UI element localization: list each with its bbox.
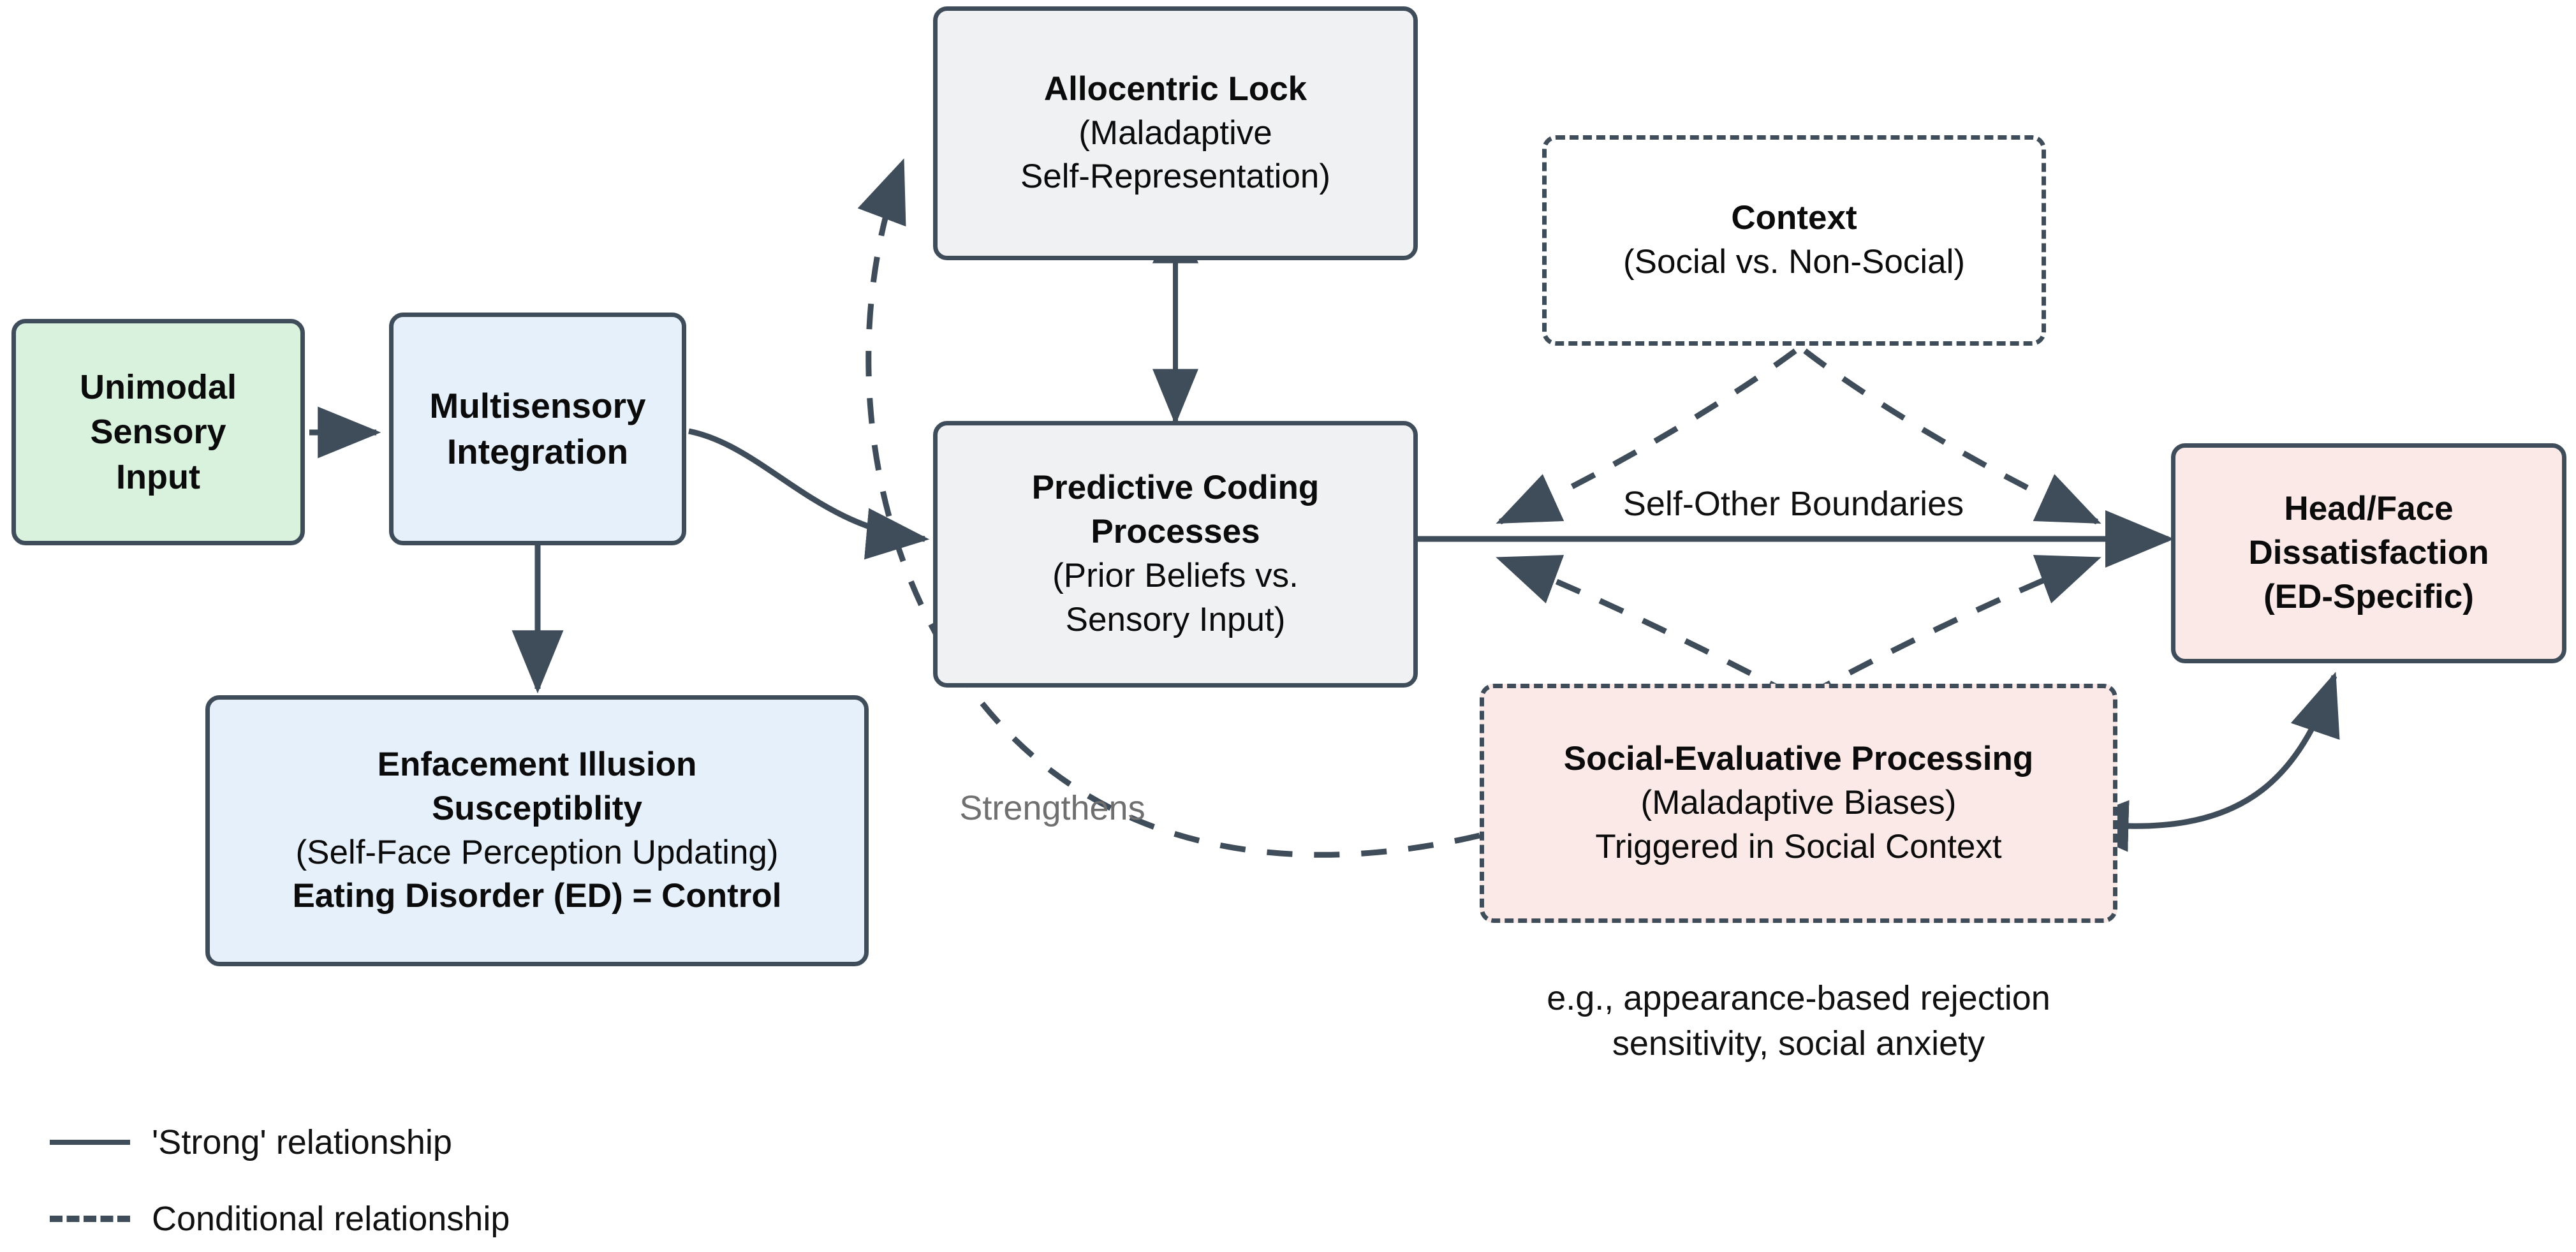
node-line: Enfacement Illusion	[377, 745, 697, 783]
node-line: (Social vs. Non-Social)	[1623, 243, 1966, 281]
legend-item-conditional: Conditional relationship	[50, 1199, 510, 1239]
node-allocentric-lock[interactable]: Allocentric Lock (Maladaptive Self-Repre…	[933, 6, 1418, 260]
solid-line-swatch-icon	[50, 1140, 130, 1145]
node-line: Sensory Input)	[1065, 600, 1286, 638]
node-line: Allocentric Lock	[1043, 70, 1307, 108]
node-line: Dissatisfaction	[2248, 534, 2489, 572]
node-line: (Self-Face Perception Updating)	[295, 833, 779, 871]
node-line: Eating Disorder (ED) = Control	[292, 877, 782, 915]
node-line: Context	[1731, 199, 1857, 237]
node-line: Unimodal	[79, 368, 237, 407]
node-multisensory-integration[interactable]: Multisensory Integration	[389, 313, 686, 545]
edge-socialeval-headface-bidirectional	[2065, 672, 2340, 852]
legend-label: Conditional relationship	[152, 1200, 510, 1238]
node-line: Multisensory	[429, 386, 646, 425]
legend-label: 'Strong' relationship	[152, 1123, 452, 1161]
node-unimodal-sensory-input[interactable]: Unimodal Sensory Input	[11, 319, 305, 545]
node-predictive-coding-processes[interactable]: Predictive Coding Processes (Prior Belie…	[933, 421, 1418, 688]
node-line: Head/Face	[2284, 490, 2454, 528]
node-enfacement-illusion-susceptibility[interactable]: Enfacement Illusion Susceptiblity (Self-…	[205, 695, 869, 966]
node-line: Integration	[446, 431, 629, 471]
node-line: (Prior Beliefs vs.	[1052, 557, 1299, 594]
dashed-line-swatch-icon	[50, 1216, 130, 1222]
node-head-face-dissatisfaction[interactable]: Head/Face Dissatisfaction (ED-Specific)	[2171, 443, 2566, 663]
edge-multisensory-to-predictive	[688, 428, 930, 560]
node-line: (Maladaptive	[1078, 114, 1272, 152]
node-line: (ED-Specific)	[2263, 577, 2474, 615]
node-line: Triggered in Social Context	[1595, 827, 2002, 865]
node-line: Self-Representation)	[1020, 158, 1331, 196]
edge-label-self-other-boundaries: Self-Other Boundaries	[1570, 482, 2017, 527]
node-line: Processes	[1091, 513, 1260, 551]
node-line: Predictive Coding	[1031, 469, 1320, 507]
edge-label-text: Self-Other Boundaries	[1623, 485, 1964, 523]
node-social-evaluative-processing[interactable]: Social-Evaluative Processing (Maladaptiv…	[1480, 684, 2117, 923]
node-line: Input	[116, 457, 200, 496]
legend-item-strong: 'Strong' relationship	[50, 1123, 452, 1162]
node-context[interactable]: Context (Social vs. Non-Social)	[1542, 135, 2046, 346]
annotation-line-2: sensitivity, social anxiety	[1612, 1024, 1985, 1063]
node-line: Susceptiblity	[432, 789, 642, 827]
annotation-examples: e.g., appearance-based rejection sensiti…	[1454, 976, 2143, 1067]
annotation-line-1: e.g., appearance-based rejection	[1547, 979, 2050, 1017]
edge-socialeval-to-right-junction	[1806, 555, 2101, 698]
edge-socialeval-to-left-junction	[1496, 555, 1794, 698]
node-line: Sensory	[90, 413, 226, 452]
edge-label-strengthens: Strengthens	[931, 786, 1174, 831]
edge-label-text: Strengthens	[959, 789, 1145, 827]
node-line: (Maladaptive Biases)	[1640, 784, 1957, 822]
node-line: Social-Evaluative Processing	[1563, 740, 2034, 778]
